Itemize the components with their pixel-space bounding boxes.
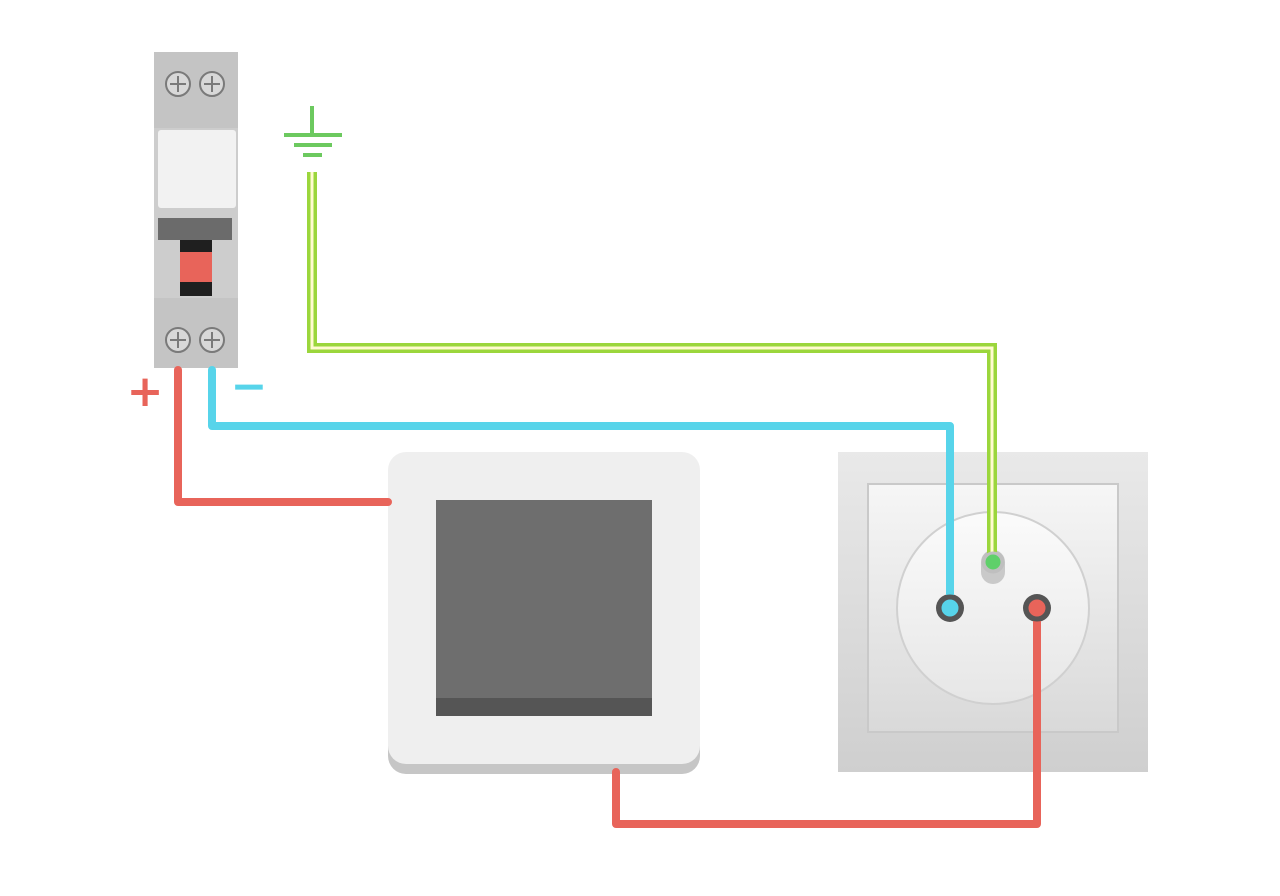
neutral-wire: [208, 366, 954, 612]
breaker-label-panel: [158, 130, 236, 208]
breaker-handle-slot: [158, 218, 232, 240]
screw-icon: [165, 71, 191, 97]
wires: [174, 172, 1041, 828]
live-wire-switch-to-socket: [612, 604, 1041, 828]
earth-wire-stripe: [310, 172, 994, 562]
positive-label: +: [127, 366, 164, 417]
screw-icon: [199, 327, 225, 353]
earth-terminal: [982, 551, 1004, 573]
light-switch: [388, 452, 700, 774]
ground-symbol-icon: [284, 106, 342, 157]
screw-icon: [165, 327, 191, 353]
breaker-bottom-terminal-block: [154, 298, 238, 368]
switch-rocker-edge: [436, 698, 652, 716]
negative-label: −: [231, 361, 268, 412]
switch-rocker[interactable]: [436, 500, 652, 716]
live-wire-breaker-to-switch: [174, 366, 392, 506]
screw-icon: [199, 71, 225, 97]
circuit-breaker: [154, 52, 238, 368]
neutral-terminal: [936, 594, 964, 622]
live-terminal: [1023, 594, 1051, 622]
breaker-toggle-handle[interactable]: [180, 252, 212, 282]
